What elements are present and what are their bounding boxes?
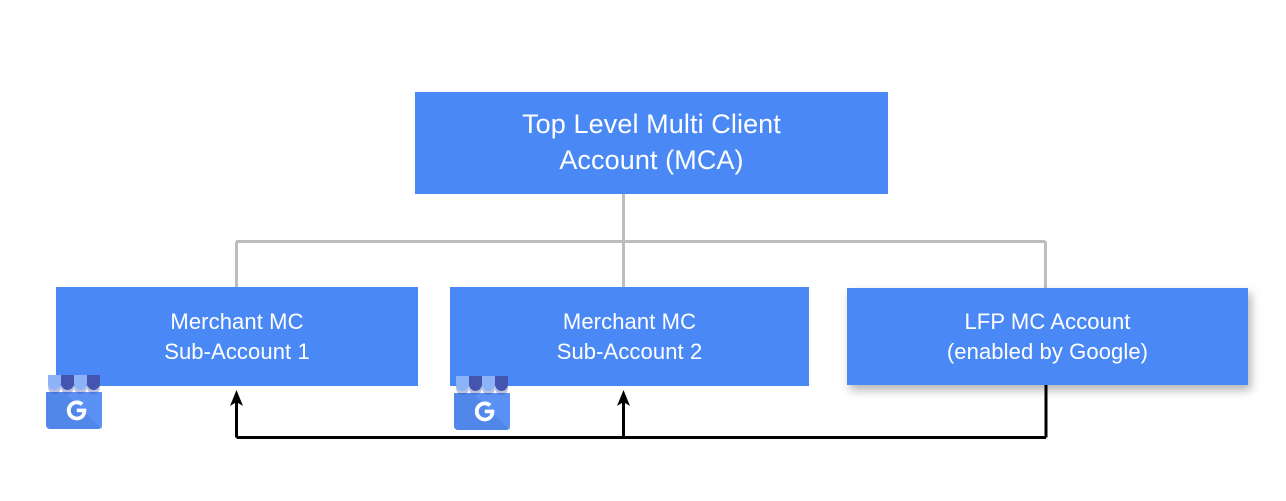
node-merchant-mc-sub-account-1[interactable]: Merchant MC Sub-Account 1 [56, 287, 418, 386]
google-g-mark [66, 400, 87, 421]
node-lfp-mc-account[interactable]: LFP MC Account (enabled by Google) [847, 288, 1248, 385]
google-business-profile-icon [46, 375, 102, 429]
arrowhead-into-sub2 [617, 390, 630, 406]
node-lfp-mc-account-label: LFP MC Account (enabled by Google) [946, 309, 1149, 364]
tree-connector-group [235, 194, 1047, 289]
feedback-arrowhead-group [230, 390, 630, 406]
node-merchant-mc-sub-account-2-label: Merchant MC Sub-Account 2 [556, 309, 703, 364]
node-top-level-mca[interactable]: Top Level Multi Client Account (MCA) [415, 92, 888, 194]
node-merchant-mc-sub-account-1-label: Merchant MC Sub-Account 1 [164, 309, 310, 364]
feedback-connector-group [235, 385, 1048, 439]
google-g-mark [474, 401, 495, 422]
arrowhead-into-sub1 [230, 390, 243, 406]
node-top-level-mca-label: Top Level Multi Client Account (MCA) [522, 109, 781, 175]
google-business-profile-icon [454, 376, 510, 430]
node-merchant-mc-sub-account-2[interactable]: Merchant MC Sub-Account 2 [450, 287, 809, 386]
